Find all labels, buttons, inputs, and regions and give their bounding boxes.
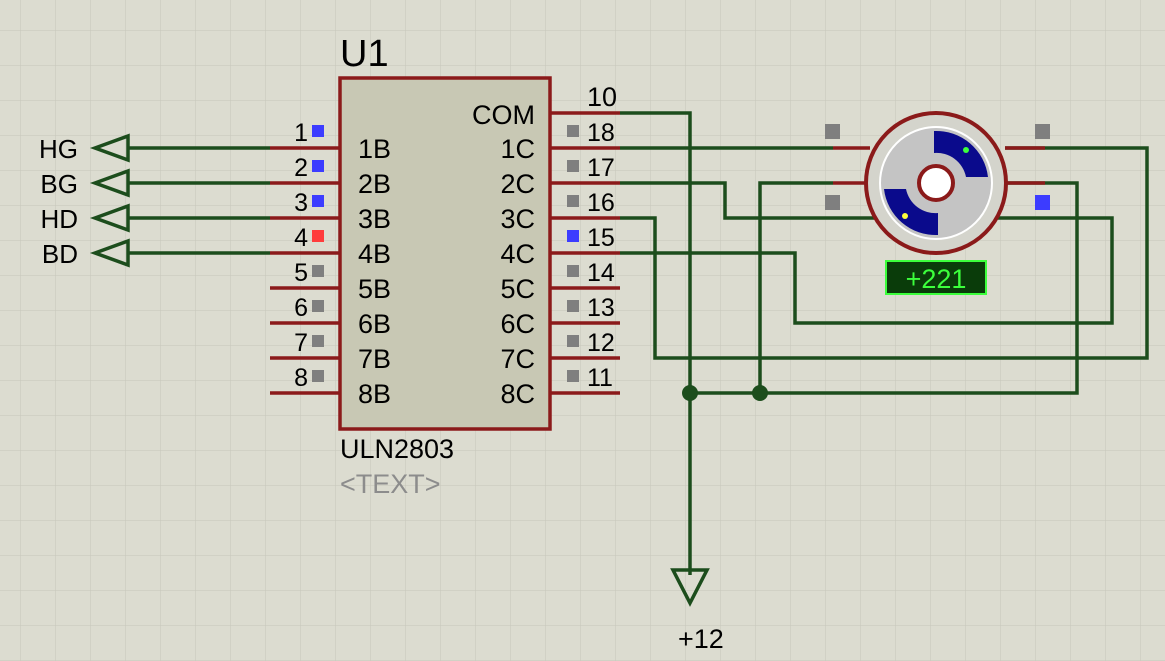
motor-pin-state-indicator xyxy=(1035,124,1050,139)
terminal-arrow-icon xyxy=(89,238,130,268)
power-arrow-icon xyxy=(670,568,710,607)
terminal-arrow-icon xyxy=(89,133,130,163)
pin-state-indicator xyxy=(312,160,324,172)
pin-number-left: 6 xyxy=(294,294,308,322)
pin-label-right: 3C xyxy=(500,204,535,234)
wire-2c-4c[interactable] xyxy=(620,181,1114,325)
terminal-hd[interactable]: HD xyxy=(40,203,130,234)
pin-label-left: 8B xyxy=(358,379,391,409)
motor-position-display xyxy=(885,260,987,295)
terminal-hg[interactable]: HG xyxy=(39,133,130,164)
motor-position-value: +221 xyxy=(906,264,967,294)
terminal-label: BD xyxy=(42,239,78,269)
pin-state-indicator xyxy=(312,195,324,207)
component-ref: U1 xyxy=(340,33,389,75)
terminals: HG BG HD BD xyxy=(39,133,130,269)
pin-state-indicator xyxy=(567,370,579,382)
pin-number-left: 7 xyxy=(294,329,308,357)
ic-body[interactable] xyxy=(338,76,552,431)
pin-label-right: 4C xyxy=(500,239,535,269)
pin-state-indicator xyxy=(567,335,579,347)
motor-arc-lower xyxy=(884,189,938,236)
component-part-number: ULN2803 xyxy=(340,434,454,464)
pin-number-right: 12 xyxy=(587,329,615,357)
pin-state-indicator xyxy=(567,160,579,172)
pin-label-right: 2C xyxy=(500,169,535,199)
pin-label-left: 3B xyxy=(358,204,391,234)
pin-label-right: 1C xyxy=(500,134,535,164)
pin-number-left: 1 xyxy=(294,119,308,147)
wires xyxy=(128,111,1149,575)
power-label: +12 xyxy=(678,624,724,654)
pin-label-left: 1B xyxy=(358,134,391,164)
pin-state-indicator xyxy=(312,265,324,277)
motor-pin-state-indicator xyxy=(825,195,840,210)
terminal-label: BG xyxy=(40,169,78,199)
motor-pin-state-indicator xyxy=(825,124,840,139)
wire-common-motor[interactable] xyxy=(758,181,833,393)
pin-state-indicator xyxy=(312,300,324,312)
pin-number-right: 15 xyxy=(587,224,615,252)
pin-number-right: 14 xyxy=(587,259,615,287)
pin-state-indicator xyxy=(312,335,324,347)
pin-number-right: 11 xyxy=(587,364,613,392)
motor-indicator-dot xyxy=(902,213,908,219)
pin-label-left: 2B xyxy=(358,169,391,199)
motor-arc-upper xyxy=(934,130,988,177)
pin-state-indicator xyxy=(312,230,324,242)
pin-number-right: 13 xyxy=(587,294,615,322)
terminal-bg[interactable]: BG xyxy=(40,168,130,199)
wire-com[interactable] xyxy=(620,111,692,575)
pin-label-right: 5C xyxy=(500,274,535,304)
pin-label-right: 7C xyxy=(500,344,535,374)
pin-number-left: 3 xyxy=(294,189,308,217)
component-text-placeholder: <TEXT> xyxy=(340,469,441,499)
pin-state-indicator xyxy=(567,300,579,312)
pin-state-indicator xyxy=(312,125,324,137)
pin-label-left: 6B xyxy=(358,309,391,339)
wire-3c[interactable] xyxy=(620,146,1149,360)
terminal-bd[interactable]: BD xyxy=(42,238,130,269)
junction-dot xyxy=(752,385,768,401)
com-pin-number: 10 xyxy=(587,82,617,112)
ic-uln2803[interactable]: U1 ULN2803 <TEXT> COM 10 1 1B 2 2B 3 3B 4 4B 5 5B… xyxy=(270,33,620,499)
junction-dot xyxy=(682,385,698,401)
pin-number-left: 2 xyxy=(294,154,308,182)
motor-indicator-dot xyxy=(963,147,969,153)
pin-label-right: 8C xyxy=(500,379,535,409)
pin-label-left: 7B xyxy=(358,344,391,374)
pin-number-right: 17 xyxy=(587,154,615,182)
stepper-motor[interactable]: +221 xyxy=(825,111,1050,295)
pin-state-indicator xyxy=(567,230,579,242)
pin-number-left: 5 xyxy=(294,259,308,287)
pin-label-right: 6C xyxy=(500,309,535,339)
pin-state-indicator xyxy=(567,125,579,137)
pin-number-right: 16 xyxy=(587,189,615,217)
pin-number-left: 4 xyxy=(294,224,308,252)
pin-state-indicator xyxy=(567,195,579,207)
pin-label-left: 5B xyxy=(358,274,391,304)
power-terminal[interactable]: +12 xyxy=(670,568,724,654)
motor-shaft xyxy=(917,164,955,202)
terminal-label: HD xyxy=(40,204,78,234)
com-label: COM xyxy=(472,100,535,130)
terminal-label: HG xyxy=(39,134,78,164)
pin-label-left: 4B xyxy=(358,239,391,269)
terminal-arrow-icon xyxy=(89,168,130,198)
motor-pin-state-indicator xyxy=(1035,195,1050,210)
pin-number-left: 8 xyxy=(294,364,308,392)
terminal-arrow-icon xyxy=(89,203,130,233)
pin-state-indicator xyxy=(567,265,579,277)
pin-state-indicator xyxy=(312,370,324,382)
pin-number-right: 18 xyxy=(587,119,615,147)
